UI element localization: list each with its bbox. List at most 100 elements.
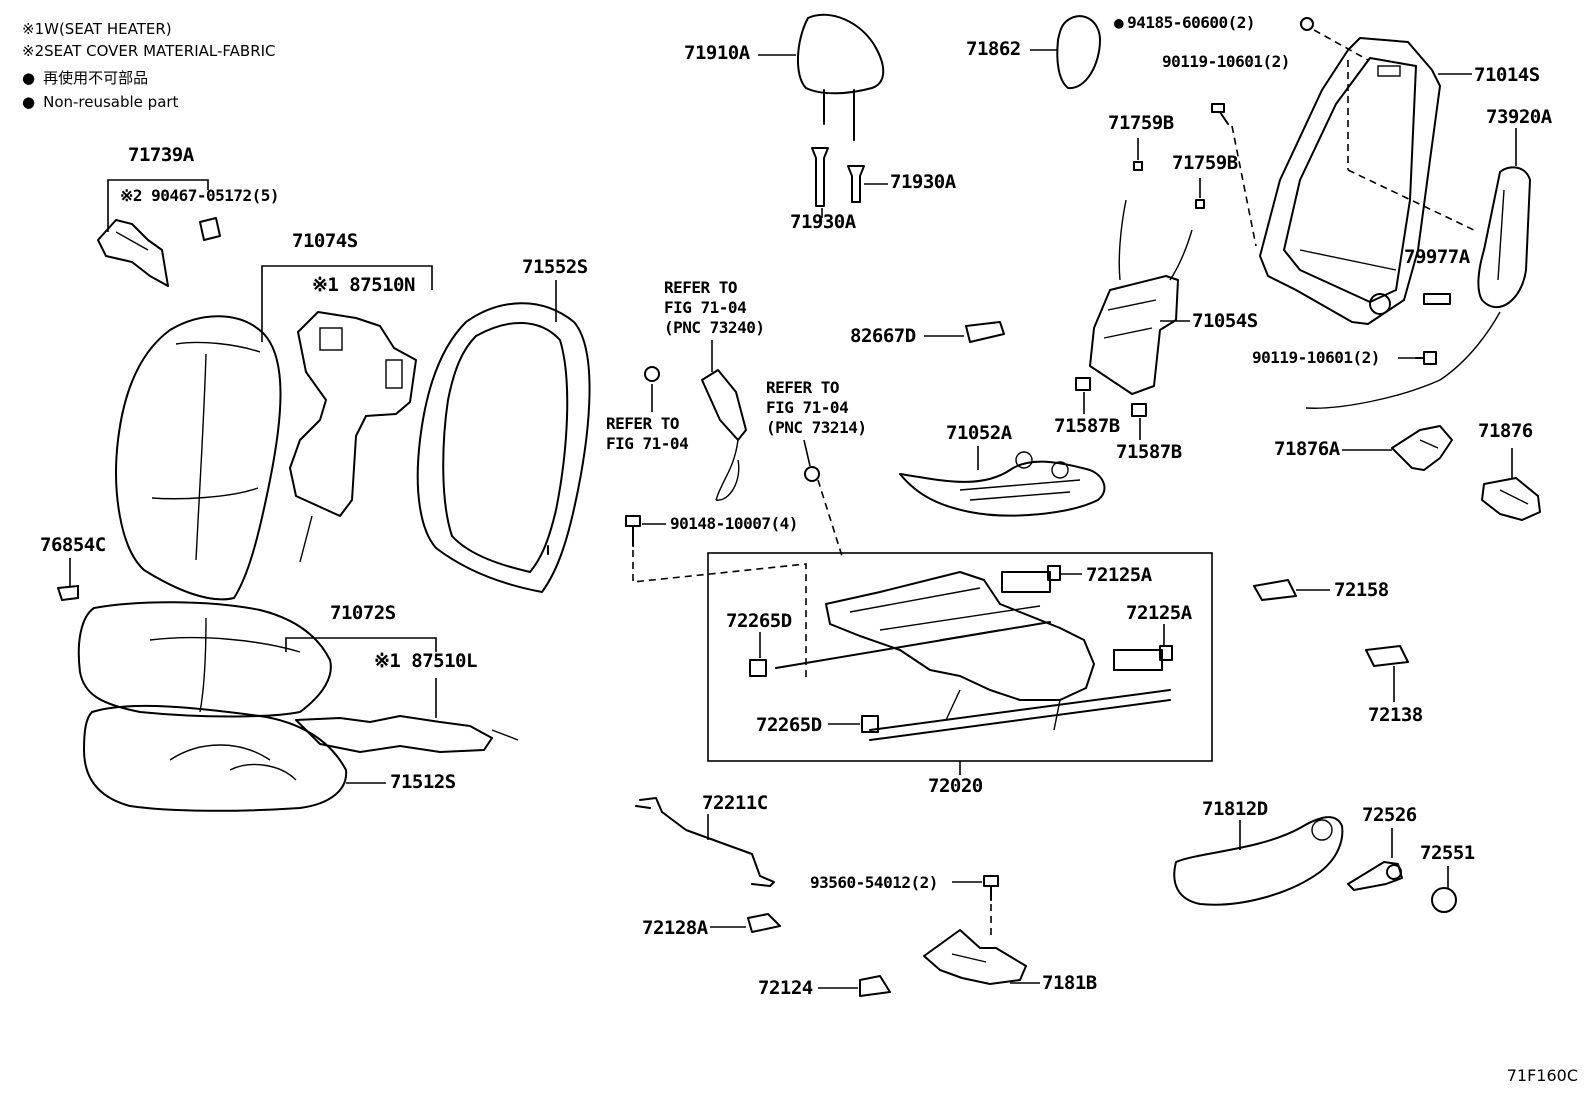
recliner-cover[interactable] xyxy=(1481,477,1541,521)
part-label-71072S[interactable]: 71072S xyxy=(330,602,396,624)
part-label-87510L[interactable]: ※1 87510L xyxy=(374,650,477,672)
part-label-71014S[interactable]: 71014S xyxy=(1474,64,1540,86)
shoulder-bezel[interactable] xyxy=(1056,15,1101,90)
flange-nut[interactable] xyxy=(1300,17,1314,31)
part-label-71074S[interactable]: 71074S xyxy=(292,230,358,252)
adjuster-stopper-upper[interactable] xyxy=(749,659,767,677)
seat-cushion-pad[interactable] xyxy=(83,704,348,812)
seatback-spring-assembly[interactable] xyxy=(899,451,1106,517)
lumbar-support-panel[interactable] xyxy=(1089,199,1193,395)
part-label-73920A[interactable]: 73920A xyxy=(1486,106,1552,128)
part-label-76854C[interactable]: 76854C xyxy=(40,534,106,556)
part-label-90467-05172[interactable]: ※2 90467-05172(5) xyxy=(120,186,280,205)
part-label-72265D[interactable]: 72265D xyxy=(726,610,792,632)
buckle-nut[interactable] xyxy=(644,366,660,382)
seatbelt-buckle[interactable] xyxy=(701,369,747,501)
lumbar-clip-a[interactable] xyxy=(1075,377,1091,391)
part-label-94185-60600[interactable]: 94185-60600(2) xyxy=(1114,13,1255,32)
headrest-support-cover[interactable] xyxy=(97,219,169,287)
seat-track-adjuster[interactable] xyxy=(775,571,1171,741)
part-label-72125A[interactable]: 72125A xyxy=(1086,564,1152,586)
cover-hook[interactable] xyxy=(57,585,79,601)
memory-motor-lower[interactable] xyxy=(1113,645,1173,671)
part-label-87510N[interactable]: ※1 87510N xyxy=(312,274,415,296)
part-label-90119-10601[interactable]: 90119-10601(2) xyxy=(1252,348,1380,367)
part-label-79977A[interactable]: 79977A xyxy=(1404,246,1470,268)
part-label-72265D[interactable]: 72265D xyxy=(756,714,822,736)
part-label-90119-10601[interactable]: 90119-10601(2) xyxy=(1162,52,1290,71)
lumbar-clip-b[interactable] xyxy=(1131,403,1147,417)
adjuster-stopper-lower[interactable] xyxy=(861,715,879,733)
part-label-82667D[interactable]: 82667D xyxy=(850,325,916,347)
recliner-release-knob[interactable] xyxy=(1347,861,1403,891)
seat-mounting-bolt[interactable] xyxy=(983,875,999,901)
seat-cover-clip[interactable] xyxy=(199,217,221,241)
seat-cushion-heater[interactable] xyxy=(295,715,519,753)
part-label-71512S[interactable]: 71512S xyxy=(390,771,456,793)
part-label-72211C[interactable]: 72211C xyxy=(702,792,768,814)
side-airbag[interactable] xyxy=(1305,166,1531,409)
seatback-board-bracket[interactable] xyxy=(1391,425,1453,471)
adjuster-cover-inner[interactable] xyxy=(1365,645,1409,667)
part-label-71910A[interactable]: 71910A xyxy=(684,42,750,64)
part-label-71759B[interactable]: 71759B xyxy=(1172,152,1238,174)
ref-line: REFER TO xyxy=(664,278,738,297)
part-label-72124[interactable]: 72124 xyxy=(758,977,813,999)
clip-b[interactable] xyxy=(1195,199,1205,209)
part-label-72158[interactable]: 72158 xyxy=(1334,579,1389,601)
part-label-71930A[interactable]: 71930A xyxy=(790,211,856,233)
part-label-71930A[interactable]: 71930A xyxy=(890,171,956,193)
seatback-cover[interactable] xyxy=(115,315,282,601)
part-label-71812D[interactable]: 71812D xyxy=(1202,798,1268,820)
adjuster-bolt[interactable] xyxy=(625,515,641,547)
memory-motor-upper[interactable] xyxy=(1001,565,1061,593)
bolt-lower[interactable] xyxy=(1415,351,1437,365)
part-label-7181B[interactable]: 7181B xyxy=(1042,972,1097,994)
part-label-71876A[interactable]: 71876A xyxy=(1274,438,1340,460)
part-label-72551[interactable]: 72551 xyxy=(1420,842,1475,864)
seat-cushion-cover[interactable] xyxy=(77,601,332,718)
part-label-90148-10007[interactable]: 90148-10007(4) xyxy=(670,514,798,533)
seatback-spring[interactable] xyxy=(965,321,1005,343)
bolt-upper[interactable] xyxy=(1211,103,1229,125)
knob-cap[interactable] xyxy=(1431,887,1457,913)
bullet-icon: ● xyxy=(22,69,36,87)
lever-cover[interactable] xyxy=(747,913,781,933)
part-label-72526[interactable]: 72526 xyxy=(1362,804,1417,826)
headrest-guide-right[interactable] xyxy=(847,165,865,203)
seat-cushion-shield[interactable] xyxy=(1173,816,1344,906)
seatback-frame[interactable] xyxy=(1259,37,1441,325)
part-label-71862[interactable]: 71862 xyxy=(966,38,1021,60)
seatback-pad[interactable] xyxy=(416,302,591,593)
part-label-71587B[interactable]: 71587B xyxy=(1054,415,1120,437)
clip-a[interactable] xyxy=(1133,161,1143,171)
caution-label[interactable] xyxy=(1423,293,1451,305)
part-label-71739A[interactable]: 71739A xyxy=(128,144,194,166)
part-label-71052A[interactable]: 71052A xyxy=(946,422,1012,444)
part-label-93560-54012[interactable]: 93560-54012(2) xyxy=(810,873,938,892)
refer-to-fig-73214[interactable]: REFER TO FIG 71-04 (PNC 73214) xyxy=(766,378,867,438)
part-label-71876[interactable]: 71876 xyxy=(1478,420,1533,442)
headrest[interactable] xyxy=(796,13,885,141)
track-cover[interactable] xyxy=(859,975,891,997)
part-label-71759B[interactable]: 71759B xyxy=(1108,112,1174,134)
part-label-72125A[interactable]: 72125A xyxy=(1126,602,1192,624)
part-label-71587B[interactable]: 71587B xyxy=(1116,441,1182,463)
refer-to-fig-73240[interactable]: REFER TO FIG 71-04 (PNC 73240) xyxy=(664,278,765,338)
refer-to-fig-71-04[interactable]: REFER TO FIG 71-04 xyxy=(606,414,689,454)
note-seat-cover-fabric: ※2SEAT COVER MATERIAL-FABRIC xyxy=(22,42,276,60)
part-label-71552S[interactable]: 71552S xyxy=(522,256,588,278)
part-label-72020[interactable]: 72020 xyxy=(928,775,983,797)
adjuster-cover-outer[interactable] xyxy=(1253,579,1297,601)
part-label-72128A[interactable]: 72128A xyxy=(642,917,708,939)
seat-bracket[interactable] xyxy=(923,929,1027,985)
seatback-heater[interactable] xyxy=(289,311,417,563)
part-label-72138[interactable]: 72138 xyxy=(1368,704,1423,726)
illustration-code: 71F160C xyxy=(1506,1066,1578,1085)
part-label-71054S[interactable]: 71054S xyxy=(1192,310,1258,332)
adjuster-handle[interactable] xyxy=(635,797,775,887)
headrest-guide-left[interactable] xyxy=(811,147,829,207)
ref-line: FIG 71-04 xyxy=(606,434,689,453)
retainer-washer[interactable] xyxy=(804,466,820,482)
